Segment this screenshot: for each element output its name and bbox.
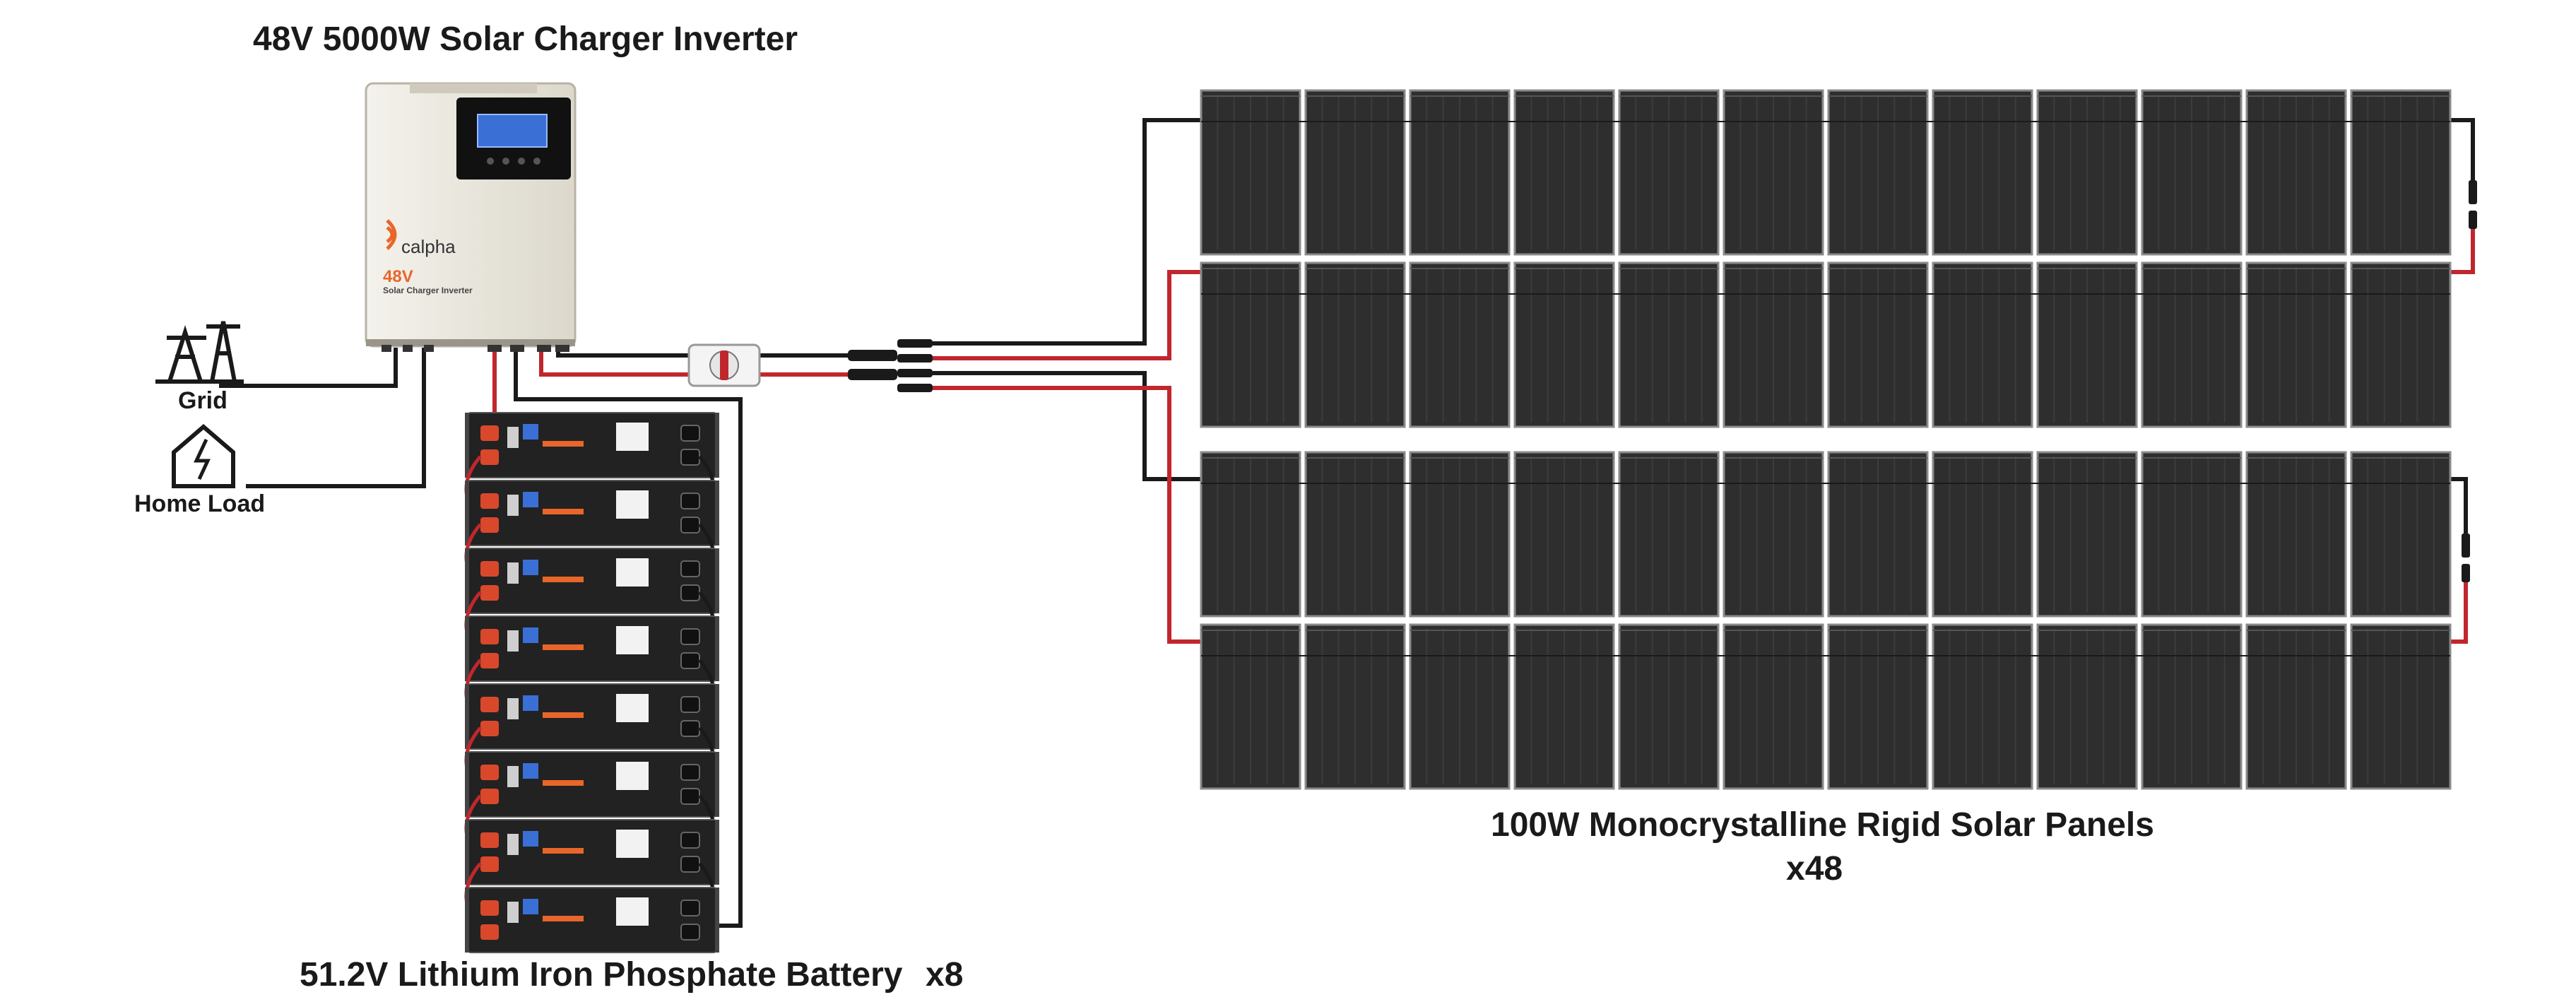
battery-module bbox=[465, 887, 719, 953]
solar-panel bbox=[2036, 89, 2138, 256]
string-2-return bbox=[2445, 477, 2468, 537]
battery-label: 51.2V Lithium Iron Phosphate Battery bbox=[300, 956, 903, 994]
battery-stack bbox=[464, 412, 719, 953]
battery-module bbox=[465, 615, 719, 682]
solar-panel bbox=[1827, 261, 1929, 428]
solar-panel bbox=[2036, 623, 2138, 790]
solar-panel bbox=[1513, 451, 1615, 618]
branch-connector-icon bbox=[848, 339, 933, 392]
solar-panel bbox=[1723, 451, 1824, 618]
battery-negative-wire bbox=[514, 348, 743, 928]
solar-panel bbox=[1932, 261, 2033, 428]
grid-wire bbox=[219, 348, 398, 388]
solar-panel bbox=[1200, 89, 1301, 256]
inverter-model-text: Solar Charger Inverter bbox=[383, 285, 473, 295]
solar-panel bbox=[1618, 89, 1720, 256]
solar-panel bbox=[1200, 451, 1301, 618]
solar-panel bbox=[1409, 89, 1511, 256]
solar-panel bbox=[1827, 623, 1929, 790]
solar-panel bbox=[1409, 261, 1511, 428]
solar-panel bbox=[1409, 451, 1511, 618]
solar-panel bbox=[1932, 451, 2033, 618]
solar-panel bbox=[2036, 451, 2138, 618]
solar-panel bbox=[2141, 623, 2243, 790]
solar-panel bbox=[1200, 261, 1301, 428]
solar-panel bbox=[1513, 623, 1615, 790]
solar-panel bbox=[1932, 623, 2033, 790]
wiring bbox=[219, 118, 2475, 928]
grid-label: Grid bbox=[178, 387, 228, 414]
pv-negative-wire bbox=[556, 348, 689, 358]
pv-positive-wire bbox=[539, 348, 689, 377]
string-1-return bbox=[2445, 118, 2475, 184]
dc-breaker-icon bbox=[687, 343, 761, 387]
home-load-wire bbox=[246, 348, 426, 488]
solar-panel bbox=[1618, 261, 1720, 428]
solar-panels-label: 100W Monocrystalline Rigid Solar Panels bbox=[1491, 806, 2154, 844]
solar-panel bbox=[2350, 261, 2452, 428]
solar-panel bbox=[2350, 451, 2452, 618]
battery-module bbox=[465, 819, 719, 885]
solar-panel bbox=[2036, 261, 2138, 428]
grid-tower-icon bbox=[155, 321, 244, 384]
solar-panel bbox=[2350, 623, 2452, 790]
string-1-positive bbox=[933, 270, 1201, 360]
inverter-voltage: 48V bbox=[383, 267, 413, 286]
solar-panel bbox=[2141, 451, 2243, 618]
inverter-brand: calpha bbox=[401, 236, 456, 257]
calpha-logo-icon bbox=[386, 219, 397, 250]
solar-panel bbox=[1723, 89, 1824, 256]
solar-panel bbox=[1513, 89, 1615, 256]
solar-panel bbox=[1200, 623, 1301, 790]
solar-panel bbox=[1827, 89, 1929, 256]
string-1-negative bbox=[933, 118, 1201, 346]
solar-panel bbox=[1618, 451, 1720, 618]
solar-panel bbox=[2245, 89, 2347, 256]
string-2-positive bbox=[933, 386, 1201, 644]
solar-panel bbox=[1723, 261, 1824, 428]
solar-panel bbox=[1304, 451, 1406, 618]
inverter-label: 48V 5000W Solar Charger Inverter bbox=[253, 20, 798, 58]
home-load-icon bbox=[172, 424, 235, 488]
solar-panel bbox=[2141, 261, 2243, 428]
solar-panel bbox=[1304, 89, 1406, 256]
battery-module bbox=[465, 751, 719, 818]
battery-module bbox=[465, 480, 719, 546]
solar-panel bbox=[2245, 451, 2347, 618]
battery-module bbox=[465, 548, 719, 614]
solar-panel bbox=[1827, 451, 1929, 618]
solar-panel bbox=[2350, 89, 2452, 256]
string-2-negative bbox=[933, 371, 1201, 481]
solar-panel bbox=[2245, 623, 2347, 790]
solar-panel bbox=[1932, 89, 2033, 256]
solar-panel bbox=[1304, 623, 1406, 790]
solar-panel bbox=[2141, 89, 2243, 256]
battery-module bbox=[465, 683, 719, 750]
battery-quantity: x8 bbox=[926, 956, 964, 994]
solar-panel bbox=[1304, 261, 1406, 428]
solar-panel bbox=[2245, 261, 2347, 428]
solar-panel bbox=[1618, 623, 1720, 790]
home-load-label: Home Load bbox=[134, 490, 266, 517]
inverter bbox=[365, 82, 577, 352]
solar-panel bbox=[1409, 623, 1511, 790]
solar-panel bbox=[1513, 261, 1615, 428]
battery-module bbox=[465, 412, 719, 478]
solar-panels-quantity: x48 bbox=[1786, 850, 1843, 888]
solar-panel-array bbox=[1200, 89, 2452, 790]
solar-panel bbox=[1723, 623, 1824, 790]
mc4-connectors bbox=[2462, 180, 2477, 582]
